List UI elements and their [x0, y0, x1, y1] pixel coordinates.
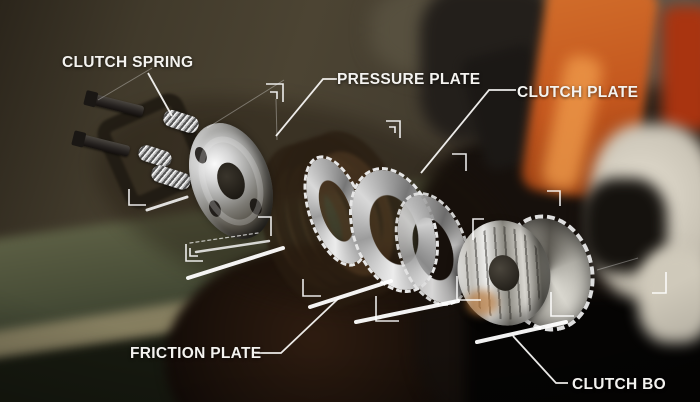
corner-bracket-icon — [128, 189, 146, 206]
corner-bracket-icon — [652, 272, 667, 294]
label-clutch-spring: CLUTCH SPRING — [62, 54, 194, 71]
speed-stroke — [145, 195, 189, 212]
faint-frame-line — [97, 67, 153, 101]
corner-bracket-icon — [266, 83, 284, 102]
label-clutch-plate: CLUTCH PLATE — [517, 84, 639, 101]
rider-boot — [638, 248, 700, 343]
faint-frame-line — [275, 98, 278, 141]
leader-clutch-spring — [147, 72, 173, 117]
corner-bracket-icon — [456, 276, 481, 301]
corner-bracket-icon — [185, 244, 203, 262]
corner-bracket-icon — [258, 216, 272, 236]
leader-friction-plate — [255, 296, 341, 354]
drum-warm-reflection — [466, 290, 498, 316]
corner-bracket-icon — [550, 292, 574, 317]
leader-clutch-plate — [420, 89, 516, 174]
leader-clutch-bo — [512, 335, 568, 384]
faint-frame-line — [596, 257, 639, 271]
highlight-strokes — [145, 195, 568, 344]
leader-lines — [147, 72, 568, 384]
corner-bracket-icon — [270, 91, 278, 99]
speed-stroke — [186, 246, 285, 280]
faint-frame-line — [206, 79, 285, 129]
speed-stroke — [194, 239, 271, 254]
label-pressure-plate: PRESSURE PLATE — [337, 71, 481, 88]
corner-bracket-icon — [389, 126, 396, 133]
corner-bracket-icon — [386, 120, 401, 138]
corner-bracket-icon — [189, 248, 198, 257]
corner-bracket-icon — [547, 190, 561, 206]
motorcycle-tail — [662, 6, 700, 131]
label-friction-plate: FRICTION PLATE — [130, 345, 262, 362]
corner-bracket-icon — [452, 153, 467, 171]
frame-corner-brackets — [128, 83, 667, 322]
faint-frame-lines — [97, 67, 639, 271]
leader-pressure-plate — [275, 78, 337, 137]
speed-stroke — [354, 299, 460, 324]
speed-stroke — [308, 279, 393, 309]
speed-stroke — [475, 320, 568, 344]
corner-bracket-icon — [472, 218, 484, 240]
dashed-guide-line — [189, 232, 259, 244]
corner-bracket-icon — [302, 279, 321, 297]
corner-bracket-icon — [375, 296, 399, 322]
label-clutch-bo: CLUTCH BO — [572, 376, 666, 393]
